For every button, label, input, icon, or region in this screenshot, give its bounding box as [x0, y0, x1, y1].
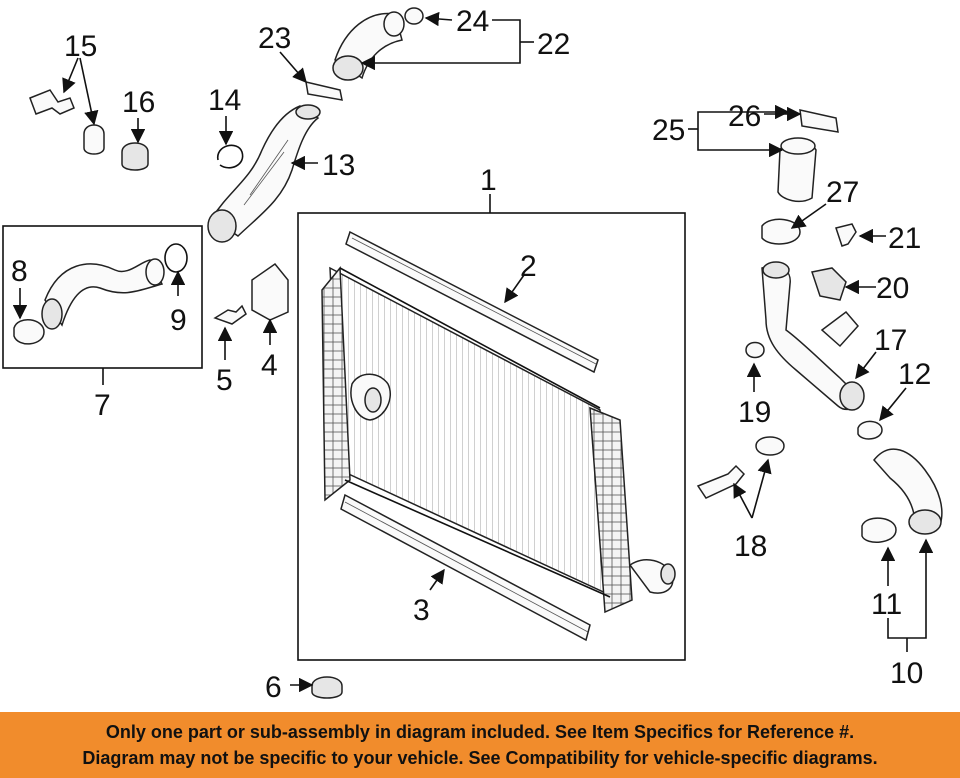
- clamp-26: [799, 109, 839, 133]
- bolt-5: [213, 304, 247, 325]
- hose-10: [873, 448, 943, 535]
- callout-26: 26: [728, 100, 761, 133]
- callout-21: 21: [888, 222, 921, 255]
- callout-9: 9: [170, 304, 187, 337]
- callout-4: 4: [261, 349, 278, 382]
- disclaimer-line-2: Diagram may not be specific to your vehi…: [82, 748, 878, 768]
- elbow-25: [777, 137, 817, 203]
- callout-25: 25: [652, 114, 685, 147]
- grommet-6: [311, 676, 343, 699]
- callout-16: 16: [122, 86, 155, 119]
- bolt-and-grommet: [29, 89, 105, 155]
- clamp-12: [857, 420, 883, 440]
- callout-labels: 1 2 3 4 5 6 7 8 9 10 11 12 13 14 15 16 1…: [11, 5, 931, 704]
- callout-20: 20: [876, 272, 909, 305]
- washer-18: [755, 436, 785, 456]
- o-ring-9: [164, 243, 188, 273]
- callout-15: 15: [64, 30, 97, 63]
- parts-diagram: 1 2 3 4 5 6 7 8 9 10 11 12 13 14 15 16 1…: [2, 5, 943, 704]
- screw-21: [835, 223, 857, 247]
- callout-3: 3: [413, 594, 430, 627]
- bolt-18: [696, 464, 746, 499]
- intercooler-core: [321, 266, 676, 614]
- hose-clamp: [305, 81, 343, 101]
- clamp-ring: [217, 144, 244, 169]
- callout-2: 2: [520, 250, 537, 283]
- callout-7: 7: [94, 389, 111, 422]
- callout-27: 27: [826, 176, 859, 209]
- disclaimer-banner: Only one part or sub-assembly in diagram…: [0, 712, 960, 778]
- callout-23: 23: [258, 22, 291, 55]
- upper-air-guide: [345, 230, 599, 374]
- callout-1: 1: [480, 164, 497, 197]
- callout-5: 5: [216, 364, 233, 397]
- charge-hose: [41, 258, 165, 330]
- callout-24: 24: [456, 5, 489, 38]
- callout-6: 6: [265, 671, 282, 704]
- callout-19: 19: [738, 396, 771, 429]
- callout-8: 8: [11, 255, 28, 288]
- leader-lines: [12, 11, 934, 693]
- callout-11: 11: [871, 588, 902, 621]
- grommet: [121, 142, 149, 171]
- clamp-11: [861, 517, 897, 543]
- callout-18: 18: [734, 530, 767, 563]
- intake-duct: [207, 104, 321, 243]
- sensor-20: [811, 267, 847, 301]
- callout-14: 14: [208, 84, 241, 117]
- o-ring: [404, 7, 424, 25]
- callout-13: 13: [322, 149, 355, 182]
- nut-19: [745, 341, 765, 359]
- inlet-elbow: [332, 11, 405, 81]
- callout-10: 10: [890, 657, 923, 690]
- callout-12: 12: [898, 358, 931, 391]
- hose-group-box: [2, 225, 203, 369]
- pipe-17: [761, 261, 865, 411]
- lower-air-guide: [340, 493, 591, 642]
- hose-clamp-8: [13, 319, 45, 345]
- clamp-27: [761, 218, 801, 245]
- callout-22: 22: [537, 28, 570, 61]
- intercooler-group-box: [297, 212, 686, 661]
- callout-17: 17: [874, 324, 907, 357]
- mounting-bracket: [251, 262, 289, 321]
- disclaimer-line-1: Only one part or sub-assembly in diagram…: [105, 722, 855, 742]
